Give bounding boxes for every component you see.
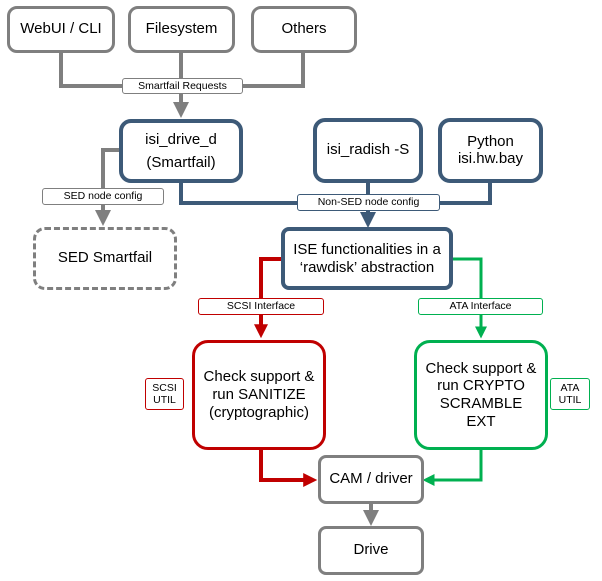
scsi-sanitize-box: Check support & run SANITIZE (cryptograp… [192, 340, 326, 450]
filesystem-label: Filesystem [145, 20, 218, 38]
cam-driver-label: CAM / driver [329, 470, 413, 488]
filesystem-box: Filesystem [128, 6, 235, 53]
sed-node-config-tag: SED node config [42, 188, 164, 205]
drive-label: Drive [353, 541, 389, 559]
isi-radish-box: isi_radish -S [313, 118, 423, 183]
isi-radish-label: isi_radish -S [326, 141, 410, 159]
isi-drive-d-box: isi_drive_d (Smartfail) [119, 119, 243, 183]
arrow-ata-interface [452, 257, 487, 339]
ata-util-label: ATA UTIL [558, 381, 582, 406]
scsi-sanitize-label: Check support & run SANITIZE (cryptograp… [203, 368, 315, 421]
isi-drive-d-label: isi_drive_d (Smartfail) [145, 130, 217, 171]
scsi-util-label: SCSI UTIL [152, 381, 177, 406]
others-box: Others [251, 6, 357, 53]
webui-cli-box: WebUI / CLI [7, 6, 115, 53]
ata-crypto-scramble-box: Check support & run CRYPTO SCRAMBLE EXT [414, 340, 548, 450]
python-isi-hw-bay-label: Python isi.hw.bay [457, 133, 524, 167]
sed-smartfail-label: SED Smartfail [57, 249, 153, 267]
arrow-scsi-interface [254, 257, 282, 339]
ata-util-tag: ATA UTIL [550, 378, 590, 410]
scsi-interface-label: SCSI Interface [226, 300, 296, 313]
sed-smartfail-box: SED Smartfail [33, 227, 177, 290]
smartfail-requests-tag: Smartfail Requests [122, 78, 243, 94]
smartfail-requests-label: Smartfail Requests [138, 79, 227, 92]
scsi-util-tag: SCSI UTIL [145, 378, 184, 410]
drive-box: Drive [318, 526, 424, 575]
webui-cli-label: WebUI / CLI [20, 20, 102, 38]
sed-node-config-label: SED node config [63, 190, 143, 203]
ata-interface-label: ATA Interface [449, 300, 512, 313]
non-sed-node-config-tag: Non-SED node config [297, 194, 440, 211]
non-sed-node-config-label: Non-SED node config [317, 196, 420, 209]
python-isi-hw-bay-box: Python isi.hw.bay [438, 118, 543, 183]
arrow-ata-to-cam [422, 449, 483, 486]
scsi-interface-tag: SCSI Interface [198, 298, 324, 315]
ise-rawdisk-box: ISE functionalities in a ‘rawdisk’ abstr… [281, 227, 453, 290]
arrow-scsi-to-cam [259, 449, 318, 487]
cam-driver-box: CAM / driver [318, 455, 424, 504]
others-label: Others [281, 20, 327, 38]
arrow-to-sed-smartfail [95, 148, 120, 226]
ata-interface-tag: ATA Interface [418, 298, 543, 315]
ise-rawdisk-label: ISE functionalities in a ‘rawdisk’ abstr… [293, 241, 441, 276]
ata-crypto-scramble-label: Check support & run CRYPTO SCRAMBLE EXT [425, 359, 537, 430]
